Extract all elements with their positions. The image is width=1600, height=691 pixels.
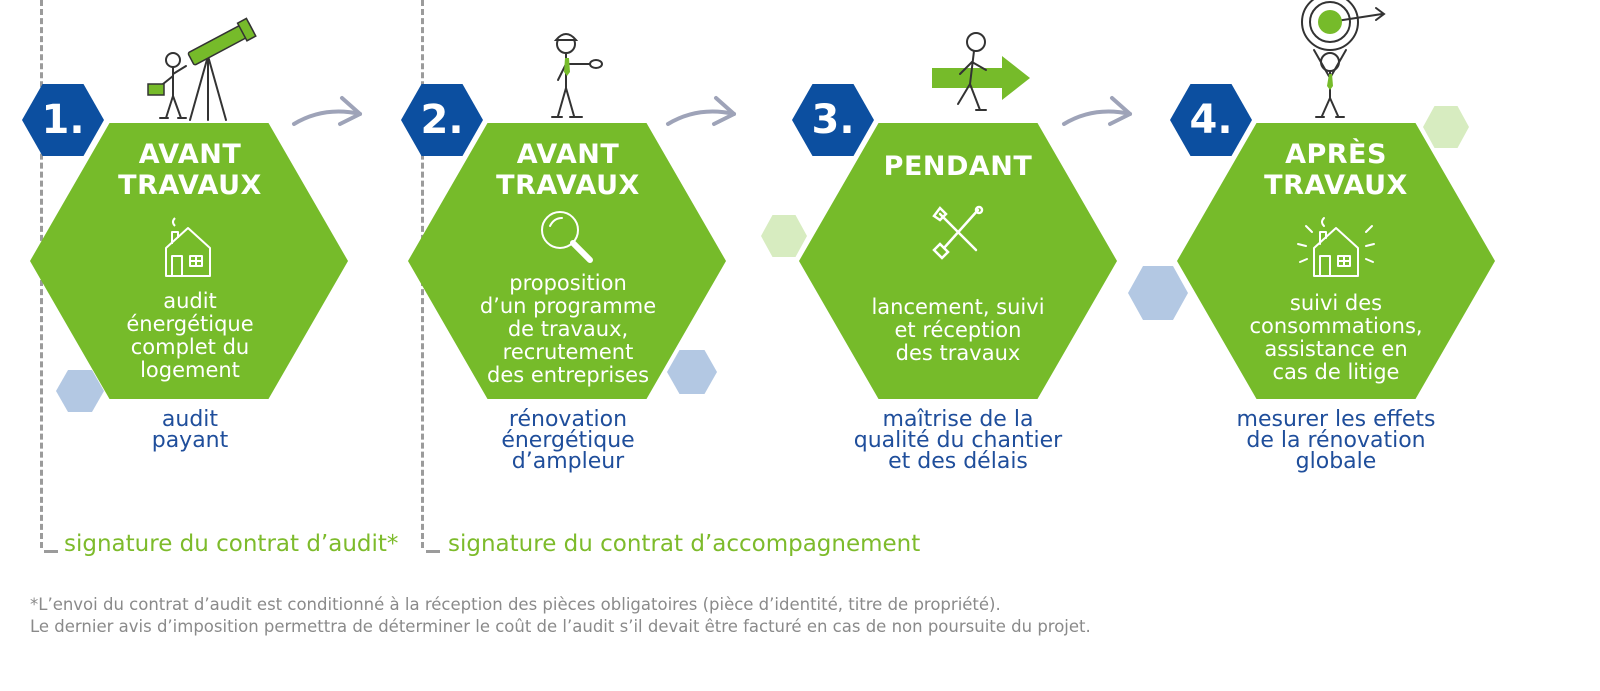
- step-1-phase-line1: AVANT: [138, 139, 242, 170]
- signature-accompagnement-label: signature du contrat d’accompagnement: [448, 531, 921, 557]
- house-icon: [165, 217, 211, 277]
- deco-hexagon-4: [1128, 266, 1188, 320]
- step-1-outcome: audit payant: [151, 407, 229, 453]
- step-4-outcome: mesurer les effets de la rénovation glob…: [1236, 407, 1436, 474]
- deco-hexagon-3: [761, 215, 807, 257]
- step-3-description: lancement, suivi et réception des travau…: [871, 295, 1045, 365]
- step-2-description: proposition d’un programme de travaux, r…: [479, 271, 657, 387]
- step-4-number: 4.: [1189, 97, 1233, 143]
- arrow-2-to-3: [666, 96, 736, 126]
- step-2-phase-line1: AVANT: [516, 139, 620, 170]
- arrow-carrier-illustration: [932, 32, 1030, 111]
- step-2-number-badge: [401, 84, 483, 156]
- arrow-1-to-2: [292, 96, 362, 126]
- tools-icon: [932, 205, 984, 260]
- step-3-number: 3.: [811, 97, 855, 143]
- step-2-number: 2.: [420, 97, 464, 143]
- telescope-person-illustration: [147, 17, 257, 121]
- step-3-phase-line1: PENDANT: [883, 151, 1033, 182]
- step-1-phase-line2: TRAVAUX: [118, 170, 262, 201]
- signature-audit-label: signature du contrat d’audit*: [64, 531, 399, 557]
- step-2-hexagon: [408, 123, 726, 399]
- magnifier-icon: [541, 211, 593, 263]
- step-4-phase-line1: APRÈS: [1285, 139, 1387, 170]
- separator-tick-accompagnement: [426, 550, 440, 553]
- footnote-line-1: *L’envoi du contrat d’audit est conditio…: [30, 595, 1001, 614]
- step-2-outcome: rénovation énergétique d’ampleur: [501, 407, 635, 474]
- step-1-number-badge: [22, 84, 104, 156]
- deco-hexagon-1: [56, 370, 104, 412]
- target-person-illustration: [1301, 0, 1386, 118]
- step-3-number-badge: [792, 84, 874, 156]
- step-3-hexagon: [799, 123, 1117, 399]
- deco-hexagon-5: [1423, 106, 1469, 148]
- step-4-description: suivi des consommations, assistance en c…: [1249, 291, 1423, 384]
- worker-illustration: [551, 33, 603, 118]
- house-glow-icon: [1297, 217, 1375, 277]
- step-1-description: audit énergétique complet du logement: [126, 289, 254, 382]
- step-3-outcome: maîtrise de la qualité du chantier et de…: [853, 407, 1063, 474]
- step-1-number: 1.: [41, 97, 85, 143]
- footnote-line-2: Le dernier avis d’imposition permettra d…: [30, 617, 1091, 636]
- step-4-hexagon: [1177, 123, 1495, 399]
- deco-hexagon-2: [667, 350, 717, 394]
- step-2-phase-line2: TRAVAUX: [496, 170, 640, 201]
- arrow-3-to-4: [1062, 96, 1132, 126]
- step-4-number-badge: [1170, 84, 1252, 156]
- step-4-phase-line2: TRAVAUX: [1264, 170, 1408, 201]
- separator-tick-audit: [44, 550, 58, 553]
